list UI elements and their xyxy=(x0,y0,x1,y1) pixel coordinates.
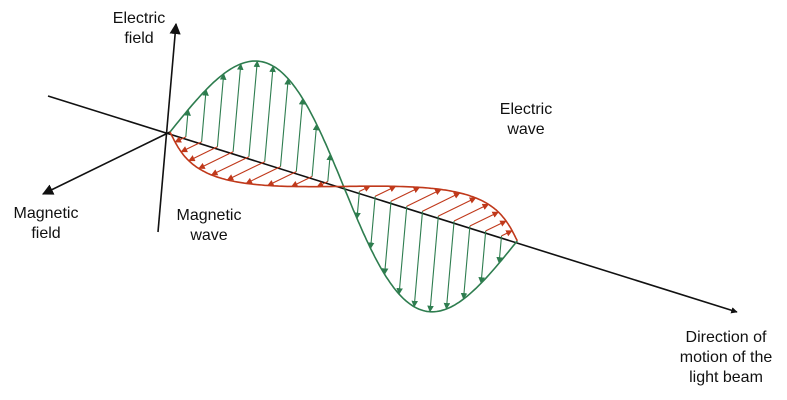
magnetic-field-vector xyxy=(374,185,397,197)
electric-field-axis xyxy=(157,22,181,233)
electric-field-vector xyxy=(279,78,291,167)
electric-field-vector xyxy=(184,109,191,137)
electric-field-vector xyxy=(478,230,487,284)
electric-field-vector xyxy=(496,235,503,264)
direction-label-line-2: motion of the xyxy=(679,349,773,366)
magnetic-field-vector xyxy=(453,203,490,222)
electric-field-vector xyxy=(381,201,392,275)
magnetic-field-vector xyxy=(180,141,202,153)
magnetic-wave-label-line-1: Magnetic xyxy=(176,207,242,224)
magnetic-field-vector xyxy=(210,156,250,176)
magnetic-field-label-line-2: field xyxy=(31,225,61,242)
electric-field-vector xyxy=(264,65,276,162)
magnetic-field-vector xyxy=(174,136,187,143)
electric-field-vector xyxy=(248,60,261,157)
magnetic-field-vector xyxy=(438,197,477,217)
magnetic-field-vector xyxy=(469,211,499,227)
magnetic-wave-curve xyxy=(169,131,519,242)
direction-label-line-1: Direction of xyxy=(685,329,767,346)
direction-label-line-3: light beam xyxy=(689,369,763,386)
direction-label: Direction of motion of the light beam xyxy=(668,328,784,388)
electric-wave-label-line-2: wave xyxy=(507,121,545,138)
electric-field-vector xyxy=(354,191,361,220)
magnetic-field-vector xyxy=(267,171,297,186)
magnetic-field-vector xyxy=(245,166,281,184)
magnetic-field-vector xyxy=(406,189,442,207)
magnetic-field-vector xyxy=(485,220,507,232)
electric-field-vector xyxy=(460,225,471,300)
magnetic-field-vector xyxy=(422,192,461,212)
electric-wave-label: Electric wave xyxy=(488,100,564,140)
magnetic-field-vector xyxy=(501,230,513,237)
electric-field-label: Electric field xyxy=(104,9,174,49)
magnetic-field-vector xyxy=(226,161,265,181)
magnetic-field-vector xyxy=(390,186,421,202)
magnetic-field-vector xyxy=(188,146,218,162)
magnetic-field-label-line-1: Magnetic xyxy=(13,205,79,222)
electric-field-vector xyxy=(367,196,376,250)
electric-wave-label-line-1: Electric xyxy=(499,101,553,118)
electric-field-vector xyxy=(311,123,320,177)
magnetic-field-axis xyxy=(41,131,171,195)
electric-field-label-line-2: field xyxy=(124,30,154,47)
electric-field-vector xyxy=(201,89,209,142)
magnetic-field-vector xyxy=(359,185,371,192)
electric-field-vector xyxy=(396,206,408,295)
magnetic-field-vector xyxy=(198,151,234,169)
magnetic-field-label: Magnetic field xyxy=(2,204,90,244)
electric-field-label-line-1: Electric xyxy=(112,10,166,27)
magnetic-field-vector xyxy=(316,181,329,188)
electric-field-vector xyxy=(232,63,244,152)
electric-field-vector xyxy=(443,220,455,310)
electric-field-vectors xyxy=(184,60,503,313)
magnetic-field-vectors xyxy=(174,136,513,237)
electric-field-vector xyxy=(295,97,306,172)
magnetic-wave-label: Magnetic wave xyxy=(166,206,252,246)
electric-field-vector xyxy=(411,211,424,308)
electric-field-vector xyxy=(326,153,333,182)
electric-field-vector xyxy=(427,216,439,313)
electric-field-vector xyxy=(216,73,227,147)
propagation-axis xyxy=(47,95,738,314)
magnetic-wave-label-line-2: wave xyxy=(190,227,228,244)
magnetic-field-vector xyxy=(291,176,313,187)
